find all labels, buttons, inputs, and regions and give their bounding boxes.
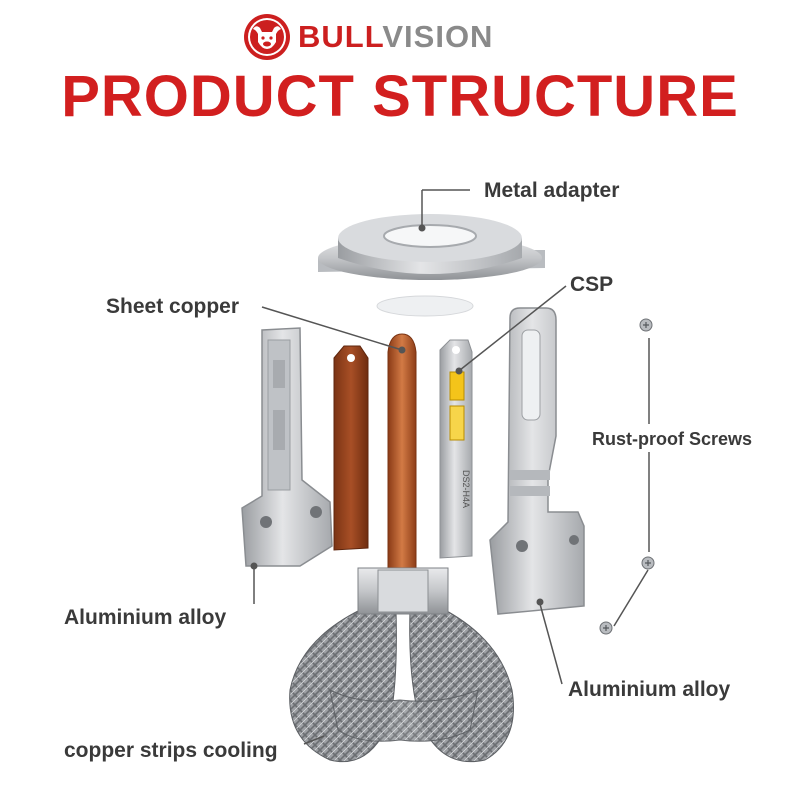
copper-heat-pipe-part <box>387 333 417 583</box>
label-metal-adapter: Metal adapter <box>484 179 620 202</box>
leader-lines <box>250 189 650 745</box>
left-aluminium-housing-part <box>241 327 333 567</box>
label-rust-proof-screws: Rust-proof Screws <box>592 429 753 449</box>
leader-dot-aluminium-left <box>250 562 258 570</box>
leader-dot-sheet-copper <box>398 346 406 354</box>
metal-adapter-part <box>318 214 545 280</box>
screw-icon <box>639 318 653 332</box>
label-csp: CSP <box>570 273 614 296</box>
copper-strips-cooling-part <box>289 567 514 763</box>
copper-plate-hole <box>347 354 355 362</box>
leader-line-screws-diagonal <box>613 569 649 627</box>
brand-name-part-a: BULL <box>298 19 383 54</box>
brand-name: BULLVISION <box>298 19 493 55</box>
csp-chip-board-part: DS2-H4A <box>439 339 473 559</box>
chip-marking-text: DS2-H4A <box>461 470 471 508</box>
leader-line-csp <box>459 285 567 371</box>
leader-line-aluminium-right <box>539 603 563 685</box>
brand-header: BULLVISION <box>242 12 493 62</box>
screw-icon <box>641 556 655 570</box>
label-aluminium-alloy-left: Aluminium alloy <box>64 606 227 629</box>
leader-line-sheet-copper <box>261 306 403 351</box>
brand-name-part-b: VISION <box>382 19 494 54</box>
label-aluminium-alloy-right: Aluminium alloy <box>568 678 731 701</box>
label-copper-strips-cooling: copper strips cooling <box>64 739 278 762</box>
label-sheet-copper: Sheet copper <box>106 295 240 318</box>
leader-dot-metal-adapter <box>418 224 426 232</box>
screw-icon <box>599 621 613 635</box>
right-aluminium-housing-part <box>489 307 585 615</box>
leader-dot-aluminium-right <box>536 598 544 606</box>
bull-head-icon <box>244 14 290 60</box>
leader-line-copper-strips <box>303 735 325 745</box>
page-title: PRODUCT STRUCTURE <box>61 64 739 129</box>
sheet-copper-plate-part <box>333 345 369 551</box>
lens-disc-part <box>376 295 474 317</box>
leader-dot-csp <box>455 367 463 375</box>
